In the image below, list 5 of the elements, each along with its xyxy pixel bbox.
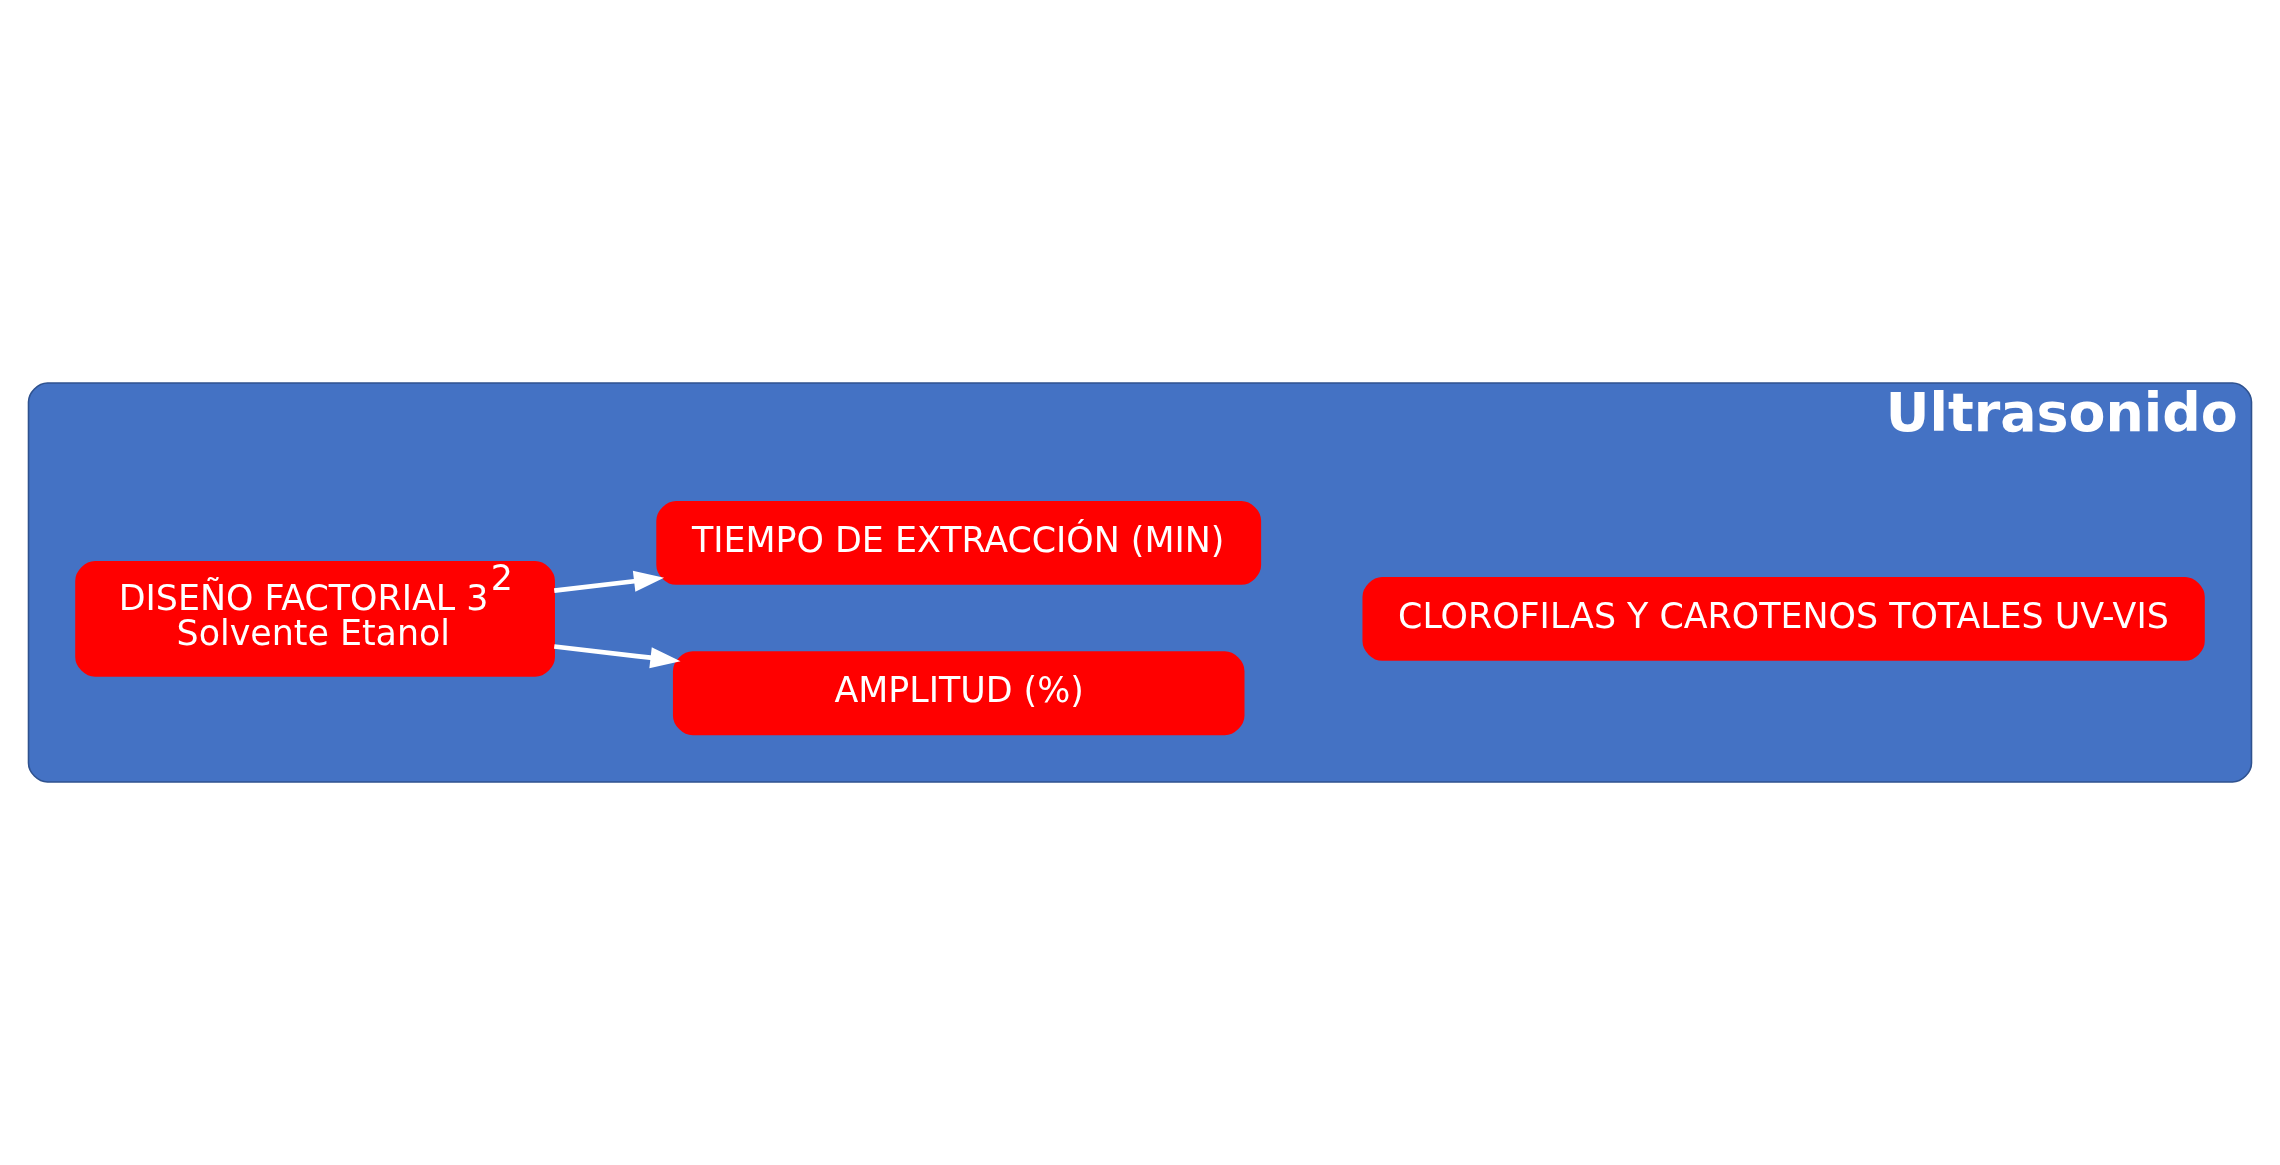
arrow [553, 570, 665, 594]
node-box: CLOROFILAS Y CAROTENOS TOTALES UV-VIS [1362, 576, 2205, 661]
node-box: AMPLITUD (%) [672, 651, 1245, 736]
node-box: TIEMPO DE EXTRACCIÓN (MIN) [656, 500, 1262, 585]
arrow [553, 644, 681, 669]
